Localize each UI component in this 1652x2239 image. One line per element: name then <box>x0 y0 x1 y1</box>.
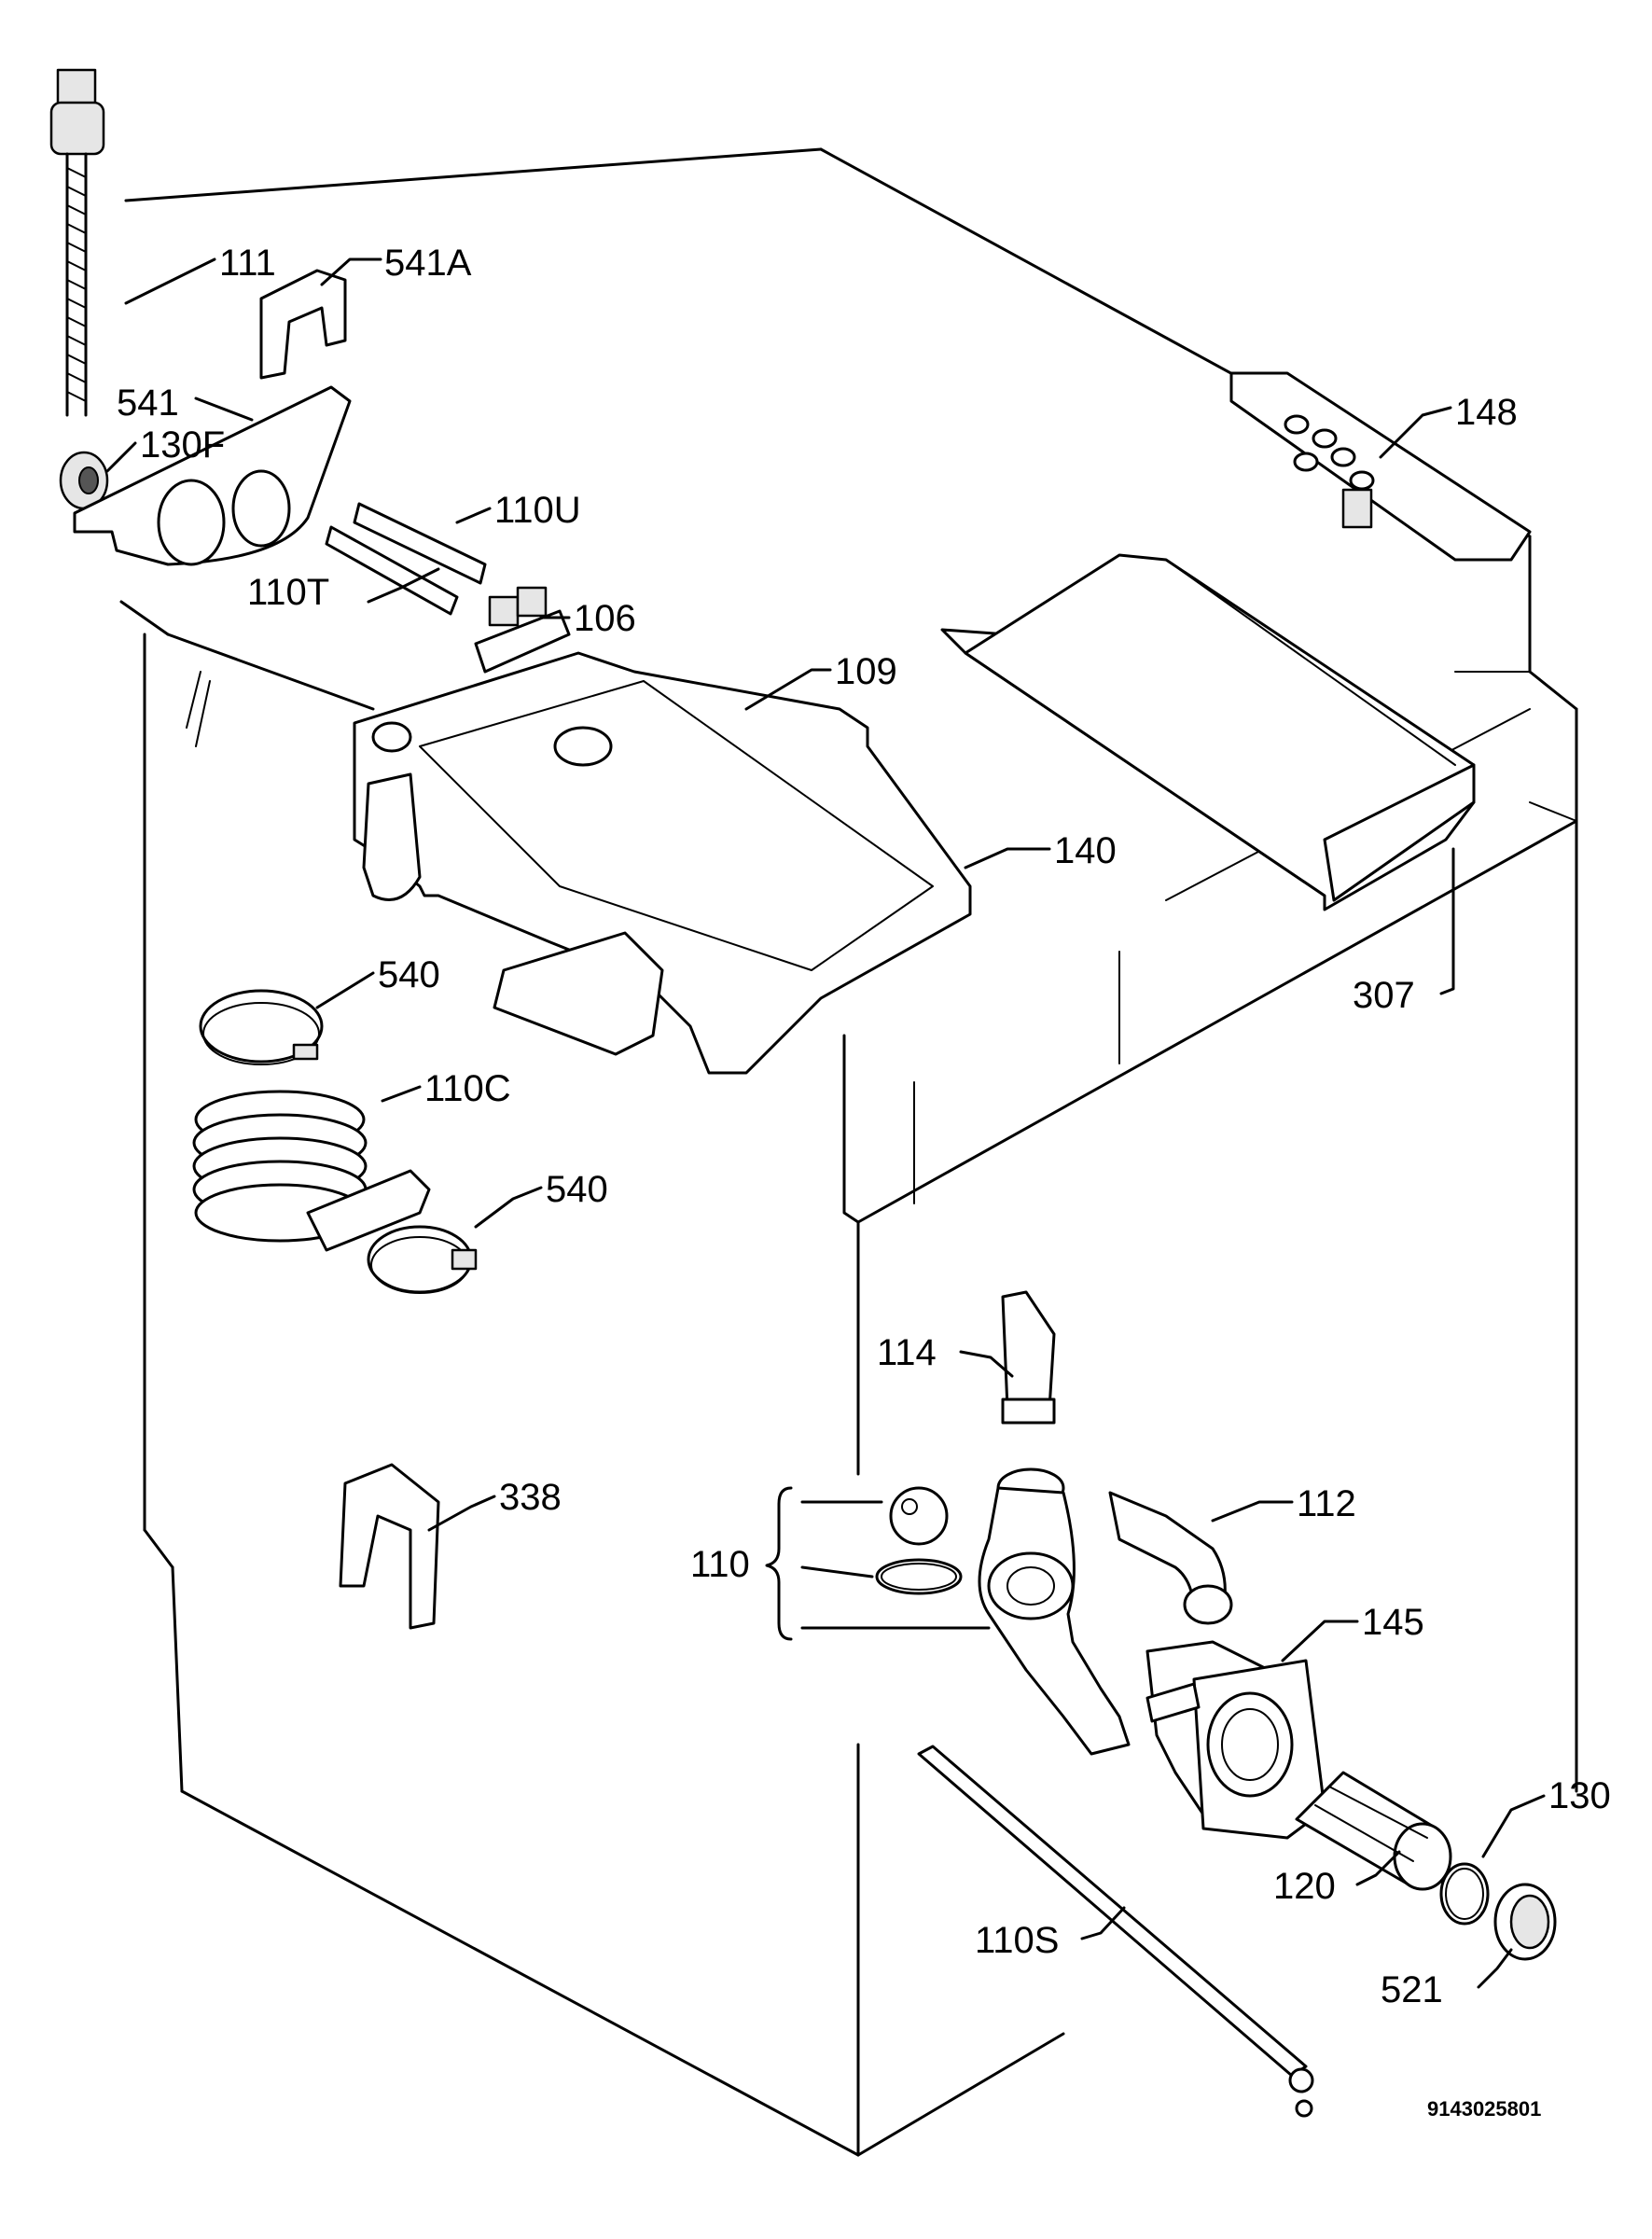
handle-148 <box>1229 371 1532 562</box>
label-110: 110 <box>690 1544 750 1585</box>
label-112: 112 <box>1297 1483 1356 1524</box>
clamp-540-lower <box>367 1225 478 1294</box>
leader-lines <box>105 257 1546 1989</box>
label-338: 338 <box>499 1477 562 1518</box>
label-140: 140 <box>1054 830 1117 871</box>
pump-housing-145 <box>1145 1640 1326 1840</box>
bracket-541 <box>73 385 352 566</box>
clip-541a <box>259 269 347 380</box>
inlet-hose-111 <box>49 68 105 417</box>
drawer-307 <box>940 553 1476 911</box>
label-111: 111 <box>219 243 276 284</box>
label-110t: 110T <box>247 572 329 613</box>
label-130f: 130F <box>140 424 225 466</box>
label-541a: 541A <box>384 243 472 284</box>
part-labels: 111 541A 541 130F 110U 110T 106 148 109 … <box>117 243 1611 2010</box>
label-120: 120 <box>1273 1866 1336 1907</box>
hose-112 <box>1108 1491 1233 1625</box>
label-110c: 110C <box>424 1068 511 1109</box>
label-540-lower: 540 <box>546 1169 608 1210</box>
rod-110s <box>917 1745 1314 2118</box>
o-ring-130 <box>1439 1862 1490 1926</box>
dispenser-housing-109 <box>353 651 972 1075</box>
clamp-540-upper <box>199 989 324 1065</box>
pipes-110u-110t <box>325 502 487 616</box>
ball-110 <box>889 1486 949 1546</box>
cap-521 <box>1493 1883 1557 1961</box>
label-521: 521 <box>1381 1969 1443 2010</box>
label-109: 109 <box>835 651 897 692</box>
label-540-upper: 540 <box>378 954 440 995</box>
label-148: 148 <box>1455 392 1518 433</box>
ring-110 <box>875 1558 963 1595</box>
label-541: 541 <box>117 382 179 424</box>
valve-106 <box>474 586 571 674</box>
label-130: 130 <box>1548 1775 1611 1816</box>
sump-hose-110 <box>978 1467 1131 1756</box>
label-145: 145 <box>1362 1602 1424 1643</box>
cabinet-outline <box>119 147 1578 2157</box>
label-114: 114 <box>877 1332 937 1373</box>
document-code: 9143025801 <box>1427 2097 1541 2121</box>
label-307: 307 <box>1353 975 1415 1016</box>
label-106: 106 <box>574 598 636 639</box>
label-110u: 110U <box>494 490 581 531</box>
sensor-114 <box>1001 1290 1056 1425</box>
hose-guide-338 <box>339 1463 440 1630</box>
label-110s: 110S <box>975 1920 1059 1961</box>
bellows-110c <box>192 1090 431 1252</box>
